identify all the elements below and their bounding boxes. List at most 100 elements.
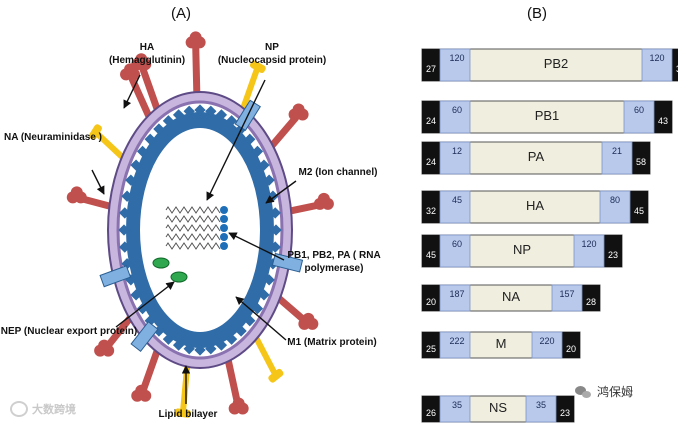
rna-segments	[165, 206, 221, 250]
segment-left-end	[422, 191, 440, 223]
segment-right-end	[562, 332, 580, 358]
svg-text:M2 (Ion channel): M2 (Ion channel)	[299, 167, 378, 178]
svg-text:NA (Neuraminidase ): NA (Neuraminidase )	[4, 132, 102, 143]
left-blue-number: 60	[452, 239, 462, 249]
svg-text:polymerase): polymerase)	[305, 263, 364, 274]
right-black-number: 34	[676, 64, 678, 74]
ha-spike-8	[217, 324, 249, 415]
segment-name: PB1	[535, 108, 560, 123]
core-space	[140, 128, 260, 332]
svg-text:M1 (Matrix protein): M1 (Matrix protein)	[287, 337, 376, 348]
right-blue-number: 220	[539, 336, 554, 346]
left-blue-number: 35	[452, 400, 462, 410]
segment-right-end	[654, 101, 672, 133]
left-blue-number: 45	[452, 195, 462, 205]
right-black-number: 28	[586, 297, 596, 307]
right-blue-number: 120	[581, 239, 596, 249]
rna-strand-4	[165, 242, 221, 250]
label-ha: HA (Hemagglutinin)	[109, 42, 185, 66]
segment-name: M	[496, 336, 507, 351]
watermark-left-text: 大数跨境	[32, 403, 76, 416]
right-blue-number: 80	[610, 195, 620, 205]
panel-label-a: (A)	[171, 5, 191, 22]
segment-right-utr	[525, 395, 557, 423]
segment-right-utr	[641, 48, 673, 82]
label-na: NA (Neuraminidase )	[4, 132, 102, 143]
segment-right-utr	[531, 331, 563, 359]
segment-name: NS	[489, 400, 507, 415]
left-black-number: 24	[426, 157, 436, 167]
label-m1: M1 (Matrix protein)	[287, 337, 376, 348]
watermark-right-text: 鸿保姆	[597, 385, 634, 399]
polymerase-dot-2	[220, 224, 228, 232]
segment-left-utr	[439, 141, 471, 175]
m2-channel-2	[99, 265, 132, 288]
segment-right-end	[582, 285, 600, 311]
segment-left-utr	[439, 234, 471, 268]
label-pb: PB1, PB2, PA ( RNA polymerase)	[287, 250, 380, 274]
rna-strand-1	[165, 215, 221, 223]
right-black-number: 58	[636, 157, 646, 167]
svg-text:(Nucleocapsid protein): (Nucleocapsid protein)	[218, 55, 326, 66]
watermark-left: 大数跨境	[10, 400, 90, 418]
arrow-nep	[115, 281, 175, 328]
segment-left-end	[422, 332, 440, 358]
rna-strand-2	[165, 224, 221, 232]
segment-name: NP	[513, 242, 531, 257]
segment-left-utr	[439, 284, 471, 312]
chat-bubble-icon	[10, 401, 28, 417]
segment-right-utr	[551, 284, 583, 312]
segment-right-end	[632, 142, 650, 174]
right-blue-number: 35	[536, 400, 546, 410]
segment-right-utr	[599, 190, 631, 224]
right-blue-number: 21	[612, 146, 622, 156]
segment-left-end	[422, 396, 440, 422]
segment-right-end	[604, 235, 622, 267]
segment-left-utr	[439, 190, 471, 224]
segment-right-utr	[623, 100, 655, 134]
right-black-number: 23	[608, 250, 618, 260]
label-m2: M2 (Ion channel)	[299, 167, 378, 178]
segment-left-utr	[439, 331, 471, 359]
right-black-number: 23	[560, 408, 570, 418]
left-blue-number: 12	[452, 146, 462, 156]
arrow-m2	[265, 180, 297, 204]
genome-segments: 27120PB2120342460PB160432412PA21583245HA…	[421, 48, 678, 423]
arrow-pb	[228, 232, 285, 261]
left-blue-number: 187	[449, 289, 464, 299]
left-blue-number: 60	[452, 105, 462, 115]
svg-text:Lipid bilayer: Lipid bilayer	[159, 409, 218, 420]
wechat-icon	[575, 385, 593, 399]
svg-text:HA: HA	[140, 42, 154, 53]
rna-strand-3	[165, 233, 221, 241]
svg-text:NP: NP	[265, 42, 279, 53]
left-black-number: 27	[426, 64, 436, 74]
polymerase-dot-0	[220, 206, 228, 214]
segment-left-utr	[439, 48, 471, 82]
segment-left-utr	[439, 100, 471, 134]
nep-blob-1	[152, 257, 170, 269]
segment-left-utr	[439, 395, 471, 423]
label-lipid: Lipid bilayer	[159, 409, 218, 420]
segment-right-utr	[601, 141, 633, 175]
polymerase-dot-3	[220, 233, 228, 241]
label-nep: NEP (Nuclear export protein)	[1, 326, 138, 337]
left-black-number: 25	[426, 344, 436, 354]
right-black-number: 43	[658, 116, 668, 126]
nep-blob-2	[170, 271, 188, 283]
panel-label-b: (B)	[527, 5, 547, 22]
segment-left-end	[422, 101, 440, 133]
arrow-m1	[235, 296, 287, 341]
segment-pb2: 27120PB212034	[421, 48, 678, 82]
svg-text:(Hemagglutinin): (Hemagglutinin)	[109, 55, 185, 66]
left-black-number: 24	[426, 116, 436, 126]
segment-left-end	[422, 235, 440, 267]
right-blue-number: 120	[649, 53, 664, 63]
